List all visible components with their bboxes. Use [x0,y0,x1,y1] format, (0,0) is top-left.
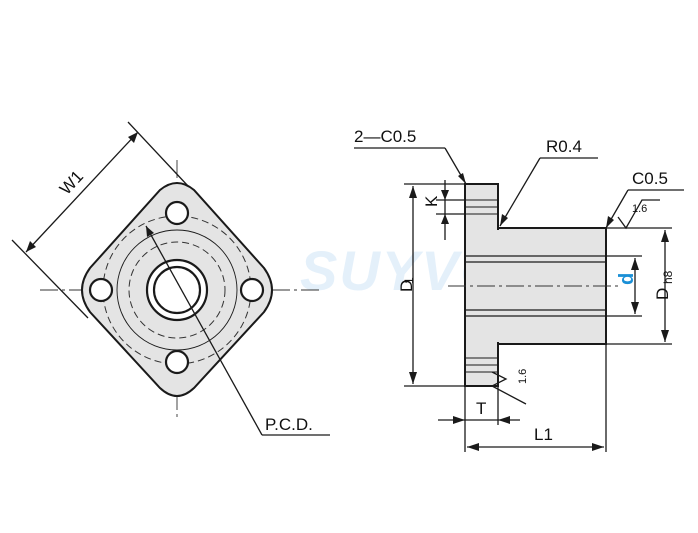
radius-label: R0.4 [546,137,582,156]
pcd-label: P.C.D. [265,415,313,434]
l1-arrow-left [467,443,479,451]
roughness-top-symbol [617,199,660,230]
d1-arrow-bottom [409,372,417,384]
dh8-arrow-top [661,230,669,242]
w1-label: W1 [56,167,87,199]
d-arrow-top [631,258,639,270]
mount-hole-bottom [164,349,190,375]
d1-arrow-top [409,186,417,198]
chamfer-flange-label: 2—C0.5 [354,127,416,146]
dh8-label: D [653,288,672,300]
side-view: D 1 K 2—C0.5 R0.4 C0.5 1.6 D h8 [354,127,684,452]
w1-ext-left [11,239,89,319]
dh8-subscript: h8 [661,270,675,284]
radius-arrow [500,214,508,226]
d-label: d [616,273,638,285]
w1-dim-line [25,131,139,253]
w1-ext-right [127,121,189,187]
pcd-leader [145,225,263,436]
t-arrow-left [453,416,465,424]
mount-hole-left [88,277,114,303]
chamfer-flange-arrow [458,173,466,184]
radius-leader [499,157,541,227]
roughness-bottom-label: 1.6 [517,369,529,384]
d1-label: D [397,280,416,292]
chamfer-end-label: C0.5 [632,169,668,188]
pcd-arrow [146,226,154,237]
w1-arrow-b [128,132,138,143]
l1-arrow-right [592,443,604,451]
front-view: W1 P.C.D. [11,121,330,436]
t-label: T [476,399,486,418]
k-label: K [422,195,441,207]
inner-dashed-circle [128,241,226,339]
l1-label: L1 [534,425,553,444]
mount-hole-right [239,277,265,303]
d1-subscript: 1 [402,277,416,284]
d-arrow-bottom [631,302,639,314]
bore-inner [152,265,202,315]
mount-hole-top [164,200,190,226]
chamfer-end-arrow [606,216,614,228]
k-arrow-top [441,190,449,200]
t-arrow-right [498,416,510,424]
k-arrow-bottom [441,214,449,224]
roughness-bottom-symbol [490,371,527,405]
flange-section [464,183,499,387]
w1-arrow-a [26,241,36,252]
roughness-top-label: 1.6 [632,203,647,215]
dh8-arrow-bottom [661,330,669,342]
